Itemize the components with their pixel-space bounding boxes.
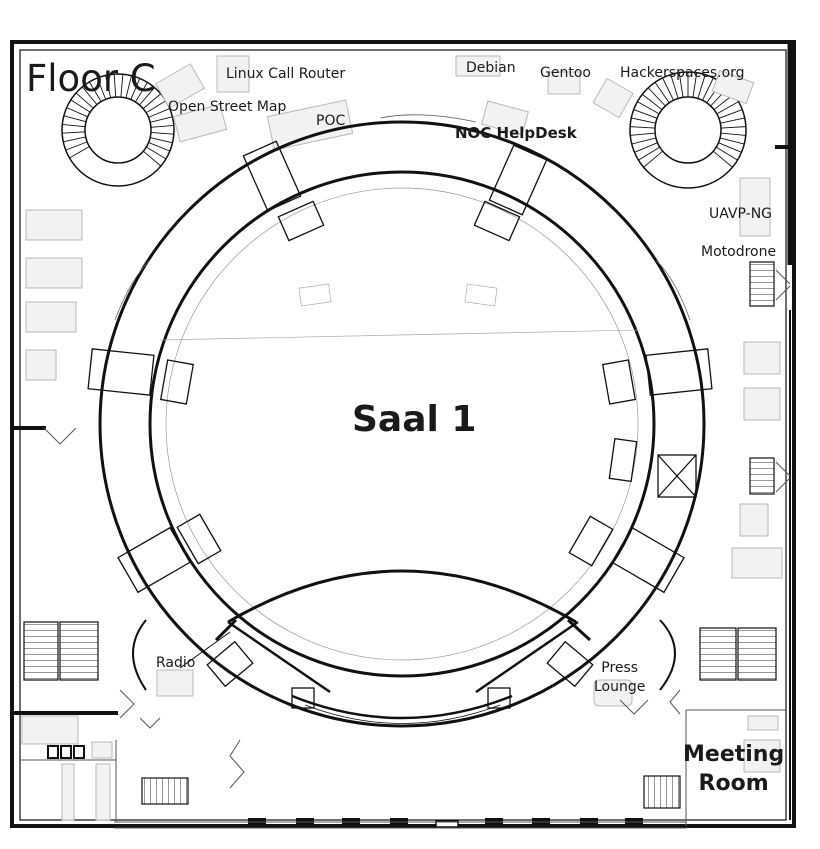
- stair-tread: [678, 72, 684, 98]
- marker-squares: [47, 745, 85, 759]
- stair-tread: [146, 146, 167, 160]
- stair-tread: [125, 75, 132, 99]
- area-gentoo: Gentoo: [540, 65, 591, 81]
- stair-tread: [654, 82, 670, 104]
- stair-tread: [712, 150, 733, 168]
- area-poc: POC: [316, 113, 346, 129]
- stair-tread: [81, 86, 98, 105]
- saal-1-rings: [98, 114, 706, 728]
- stair-tread: [142, 93, 161, 109]
- stair-tread: [670, 74, 679, 99]
- stair-tread: [65, 141, 88, 151]
- stair-tread: [89, 81, 102, 102]
- stair-tread: [150, 132, 174, 135]
- stair-tread: [148, 142, 171, 152]
- straight-staircases: [23, 261, 777, 809]
- stair-tread: [62, 123, 86, 128]
- stair-tread: [631, 117, 656, 124]
- area-debian: Debian: [466, 60, 516, 76]
- stair-tread: [149, 116, 173, 123]
- stair-tread: [718, 109, 743, 119]
- stair-tread: [96, 77, 107, 100]
- stair-tread: [642, 93, 663, 111]
- area-hackerspaces: Hackerspaces.org: [620, 65, 745, 81]
- ring-entrances: [87, 140, 713, 709]
- stair-tread: [637, 101, 660, 115]
- stair-tread: [630, 132, 656, 136]
- area-press-lounge: Press Lounge: [594, 659, 645, 697]
- stair-tread: [70, 99, 91, 113]
- stair-tread: [720, 132, 746, 136]
- stair-tread: [647, 87, 666, 107]
- area-linux-call-router: Linux Call Router: [226, 66, 346, 82]
- stair-tread: [105, 75, 112, 98]
- stair-tread: [631, 137, 657, 145]
- meeting-room-line1: Meeting: [683, 742, 785, 767]
- inner-floor-lines: [159, 283, 641, 341]
- stair-tread: [66, 107, 88, 118]
- stair-tread: [75, 92, 94, 109]
- stair-tread: [633, 109, 658, 119]
- floor-title: Floor C: [26, 57, 156, 100]
- bottom-wall-posts: [248, 818, 643, 828]
- stair-tread: [630, 126, 656, 129]
- stair-tread: [692, 72, 698, 98]
- bottom-corridor: [20, 269, 791, 829]
- stair-tread: [69, 146, 90, 159]
- stair-tread: [113, 74, 117, 98]
- stair-tread: [718, 142, 742, 153]
- stair-tread: [148, 108, 170, 118]
- stair-tread: [63, 136, 86, 143]
- stair-tread: [638, 146, 661, 161]
- stair-tread: [719, 137, 745, 145]
- area-open-street-map: Open Street Map: [168, 99, 287, 115]
- stair-tread: [62, 131, 86, 134]
- press-lounge-line1: Press: [601, 660, 639, 676]
- meeting-room-line2: Room: [698, 771, 769, 796]
- stair-tread: [662, 77, 674, 101]
- area-uavp-ng: UAVP-NG: [709, 206, 773, 222]
- spiral-staircase-left: [61, 73, 175, 187]
- table-groups: [21, 55, 783, 821]
- stair-tread: [702, 77, 714, 101]
- stair-tread: [142, 150, 162, 167]
- stair-tread: [720, 126, 746, 129]
- stair-tread: [720, 117, 745, 124]
- main-hall-title: Saal 1: [352, 399, 477, 440]
- spiral-staircase-right: [629, 71, 747, 189]
- stair-tread: [139, 87, 155, 106]
- stair-tread: [130, 78, 141, 100]
- stair-tread: [715, 146, 738, 161]
- area-motodrone: Motodrone: [701, 244, 777, 260]
- stair-tread: [716, 101, 739, 115]
- area-radio: Radio: [156, 655, 196, 671]
- stair-tread: [135, 82, 148, 103]
- stair-tread: [634, 142, 658, 153]
- stair-tread: [145, 100, 167, 114]
- lounge-arcs: [132, 619, 676, 691]
- stair-tread: [63, 115, 87, 123]
- stair-tread: [697, 74, 706, 99]
- stair-tread: [643, 150, 664, 168]
- area-noc-helpdesk: NOC HelpDesk: [455, 124, 577, 142]
- area-meeting-room: Meeting Room: [683, 740, 784, 798]
- press-lounge-line2: Lounge: [594, 679, 646, 695]
- stair-tread: [120, 74, 124, 98]
- stair-tread: [150, 137, 173, 144]
- stair-tread: [150, 125, 174, 128]
